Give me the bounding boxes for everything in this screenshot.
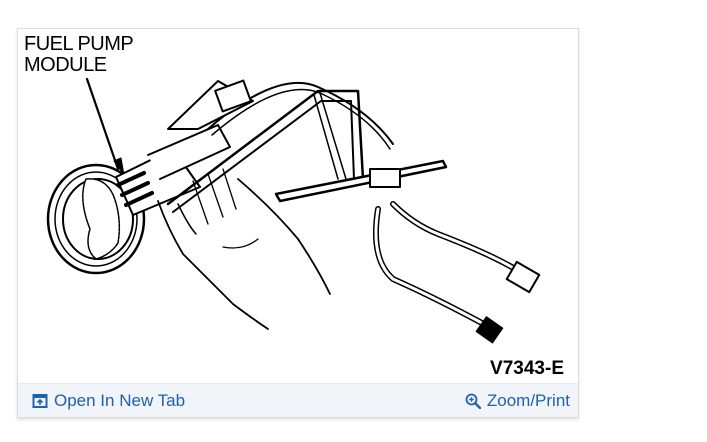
zoom-print-label: Zoom/Print bbox=[486, 391, 570, 410]
callout-label-line1: FUEL PUMP bbox=[24, 33, 134, 55]
figure-card: FUEL PUMP MODULE V7343-E Open In New Tab… bbox=[17, 28, 579, 418]
zoom-print-link[interactable]: Zoom/Print bbox=[465, 391, 570, 411]
figure-illustration: FUEL PUMP MODULE V7343-E bbox=[18, 29, 578, 381]
fuel-pump-module-drawing bbox=[46, 77, 541, 344]
open-in-new-tab-link[interactable]: Open In New Tab bbox=[32, 391, 185, 411]
callout-label: FUEL PUMP MODULE bbox=[24, 33, 134, 76]
figure-code: V7343-E bbox=[490, 358, 564, 379]
callout-label-line2: MODULE bbox=[24, 54, 107, 76]
open-in-new-tab-label: Open In New Tab bbox=[54, 391, 186, 410]
zoom-in-icon bbox=[465, 393, 481, 409]
figure-footer: Open In New Tab Zoom/Print bbox=[18, 383, 578, 417]
open-in-new-tab-icon bbox=[32, 394, 48, 408]
